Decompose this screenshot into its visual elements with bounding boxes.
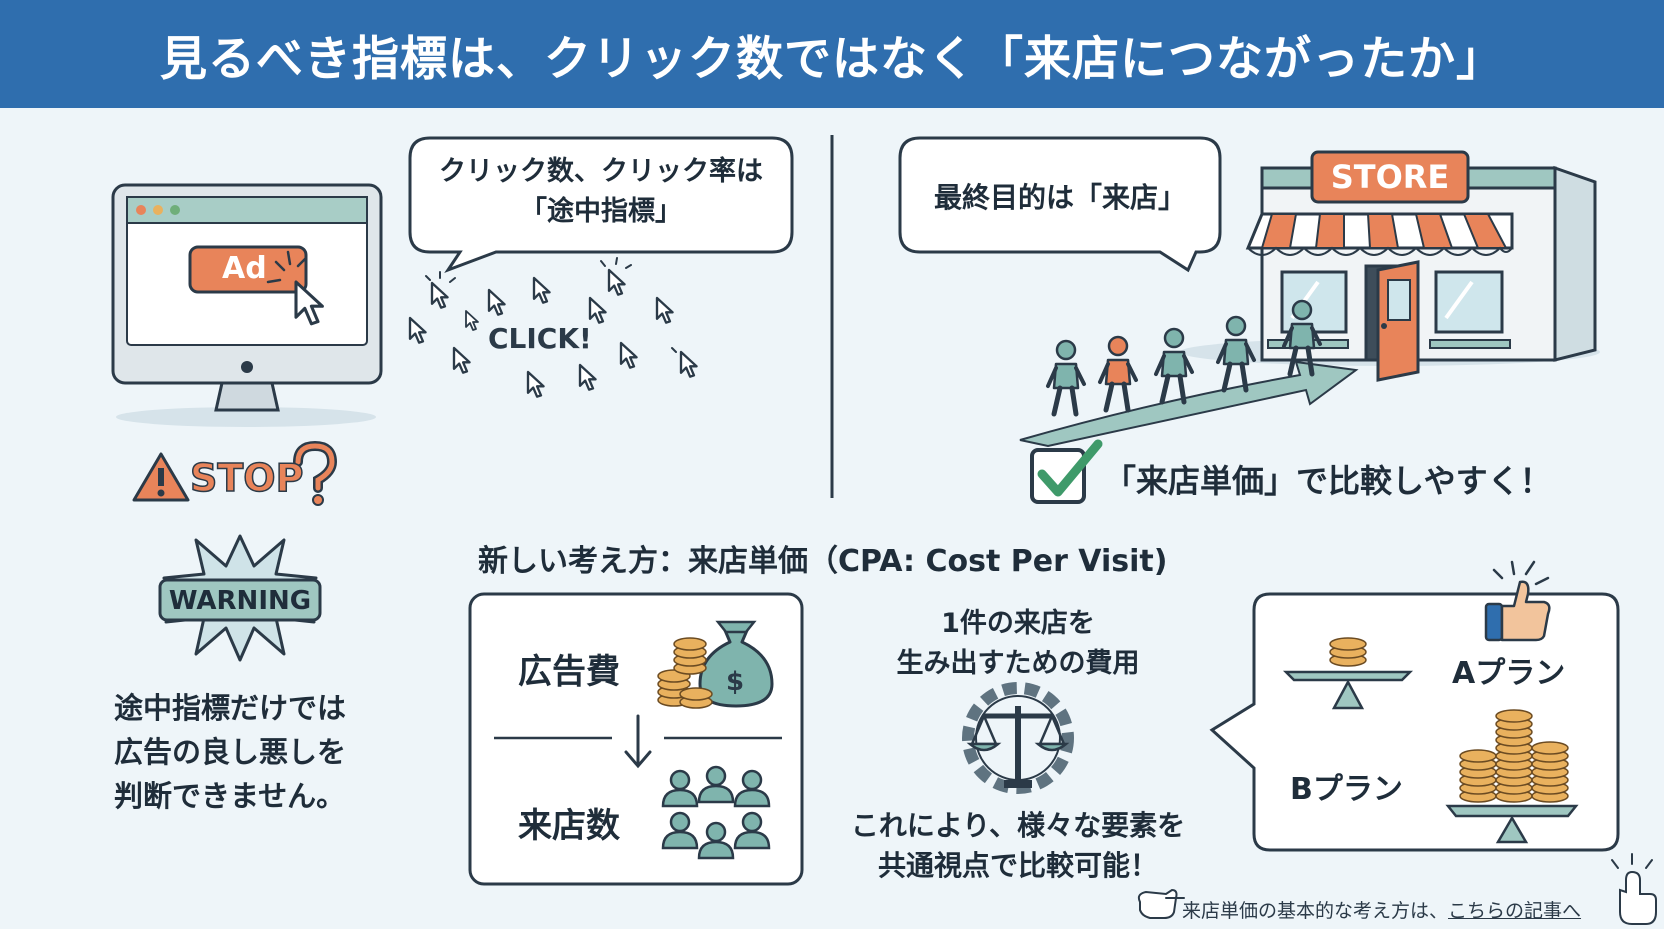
visit-path-arrow [1019, 360, 1359, 448]
tap-hand-icon [1611, 853, 1657, 925]
stop-label: STOP [189, 455, 304, 501]
svg-text:$: $ [726, 667, 744, 697]
plan-a-label: Aプラン [1452, 656, 1566, 691]
article-link[interactable]: こちらの記事へ [1448, 900, 1582, 922]
coin-stacks-icon [657, 637, 713, 709]
warning-burst-icon [158, 534, 322, 662]
thumbs-up-icon [1484, 560, 1551, 642]
plan-b-label: Bプラン [1290, 772, 1403, 807]
footer-text: 来店単価の基本的な考え方は、 [1182, 900, 1449, 922]
click-bubble [408, 136, 794, 274]
ad-cost-label: 広告費 [518, 652, 620, 692]
gear-scale-icon [962, 682, 1074, 794]
warning-triangle-icon [132, 452, 190, 502]
check-icon [1030, 439, 1103, 504]
cost-definition-line-2: 生み出すための費用 [896, 648, 1140, 679]
question-mark-icon [293, 440, 338, 506]
click-bubble-line-2: 「途中指標」 [520, 196, 682, 227]
store-illustration [1180, 150, 1600, 382]
header-banner: 見るべき指標は、クリック数ではなく「来店につながったか」 [0, 0, 1664, 108]
compare-note-line-1: これにより、様々な要素を [850, 809, 1186, 842]
monitor-illustration [111, 183, 383, 427]
compare-text: 「来店単価」で比較しやすく！ [1104, 462, 1552, 500]
concept-heading: 新しい考え方：来店単価（CPA: Cost Per Visit) [478, 544, 1168, 579]
click-label: CLICK! [488, 322, 592, 355]
page-title: 見るべき指標は、クリック数ではなく「来店につながったか」 [160, 31, 1504, 87]
walking-people [1048, 301, 1320, 414]
left-note-line-2: 広告の良し悪しを [114, 735, 347, 769]
click-bubble-line-1: クリック数、クリック率は [439, 156, 763, 187]
cursor-cloud [408, 257, 698, 398]
pointing-hand-icon [1137, 888, 1185, 919]
plan-a-scale-icon [1282, 637, 1414, 710]
cost-definition-line-1: 1件の来店を [941, 608, 1095, 639]
footer-note: 来店単価の基本的な考え方は、こちらの記事へ [1182, 896, 1581, 923]
store-sign-label: STORE [1330, 158, 1450, 196]
left-note-line-1: 途中指標だけでは [114, 691, 347, 725]
store-bubble-text: 最終目的は「来店」 [933, 181, 1186, 214]
compare-note: これにより、様々な要素を 共通視点で比較可能！ [826, 806, 1210, 886]
left-note: 途中指標だけでは 広告の良し悪しを 判断できません。 [114, 686, 346, 818]
ad-label: Ad [222, 251, 267, 286]
click-bubble-text: クリック数、クリック率は 「途中指標」 [412, 152, 790, 232]
visits-label: 来店数 [518, 806, 620, 846]
warning-label: WARNING [168, 586, 312, 616]
store-bubble [898, 136, 1222, 273]
left-note-line-3: 判断できません。 [114, 779, 346, 813]
compare-note-line-2: 共通視点で比較可能！ [877, 849, 1158, 882]
plan-b-scale-icon [1445, 709, 1579, 844]
cost-definition: 1件の来店を 生み出すための費用 [856, 604, 1180, 684]
